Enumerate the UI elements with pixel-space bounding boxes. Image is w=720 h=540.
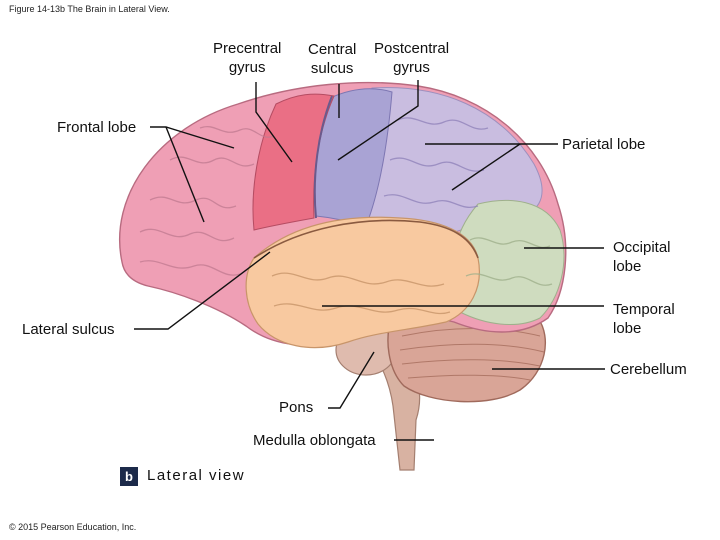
- leader-frontal-b: [165, 126, 205, 223]
- view-badge: b: [120, 467, 138, 486]
- central-sulcus-line: [313, 95, 333, 219]
- copyright-notice: © 2015 Pearson Education, Inc.: [9, 522, 137, 532]
- label-pons: Pons: [279, 399, 314, 416]
- precentral-region: [252, 93, 335, 231]
- view-label: Lateral view: [147, 467, 246, 484]
- leader-pons: [328, 351, 375, 409]
- leader-postcentral: [337, 80, 419, 161]
- label-cerebellum: Cerebellum: [610, 361, 687, 378]
- label-parietal-lobe: Parietal lobe: [562, 136, 646, 153]
- leader-precentral: [255, 82, 293, 163]
- figure-title: Figure 14-13b The Brain in Lateral View.: [9, 4, 170, 14]
- label-medulla-oblongata: Medulla oblongata: [253, 432, 376, 449]
- label-lateral-sulcus: Lateral sulcus: [22, 321, 115, 338]
- leader-parietal-b: [451, 143, 521, 191]
- leader-lateral-sulcus: [134, 251, 271, 330]
- label-frontal-lobe: Frontal lobe: [57, 119, 137, 136]
- lateral-sulcus-line: [253, 219, 479, 259]
